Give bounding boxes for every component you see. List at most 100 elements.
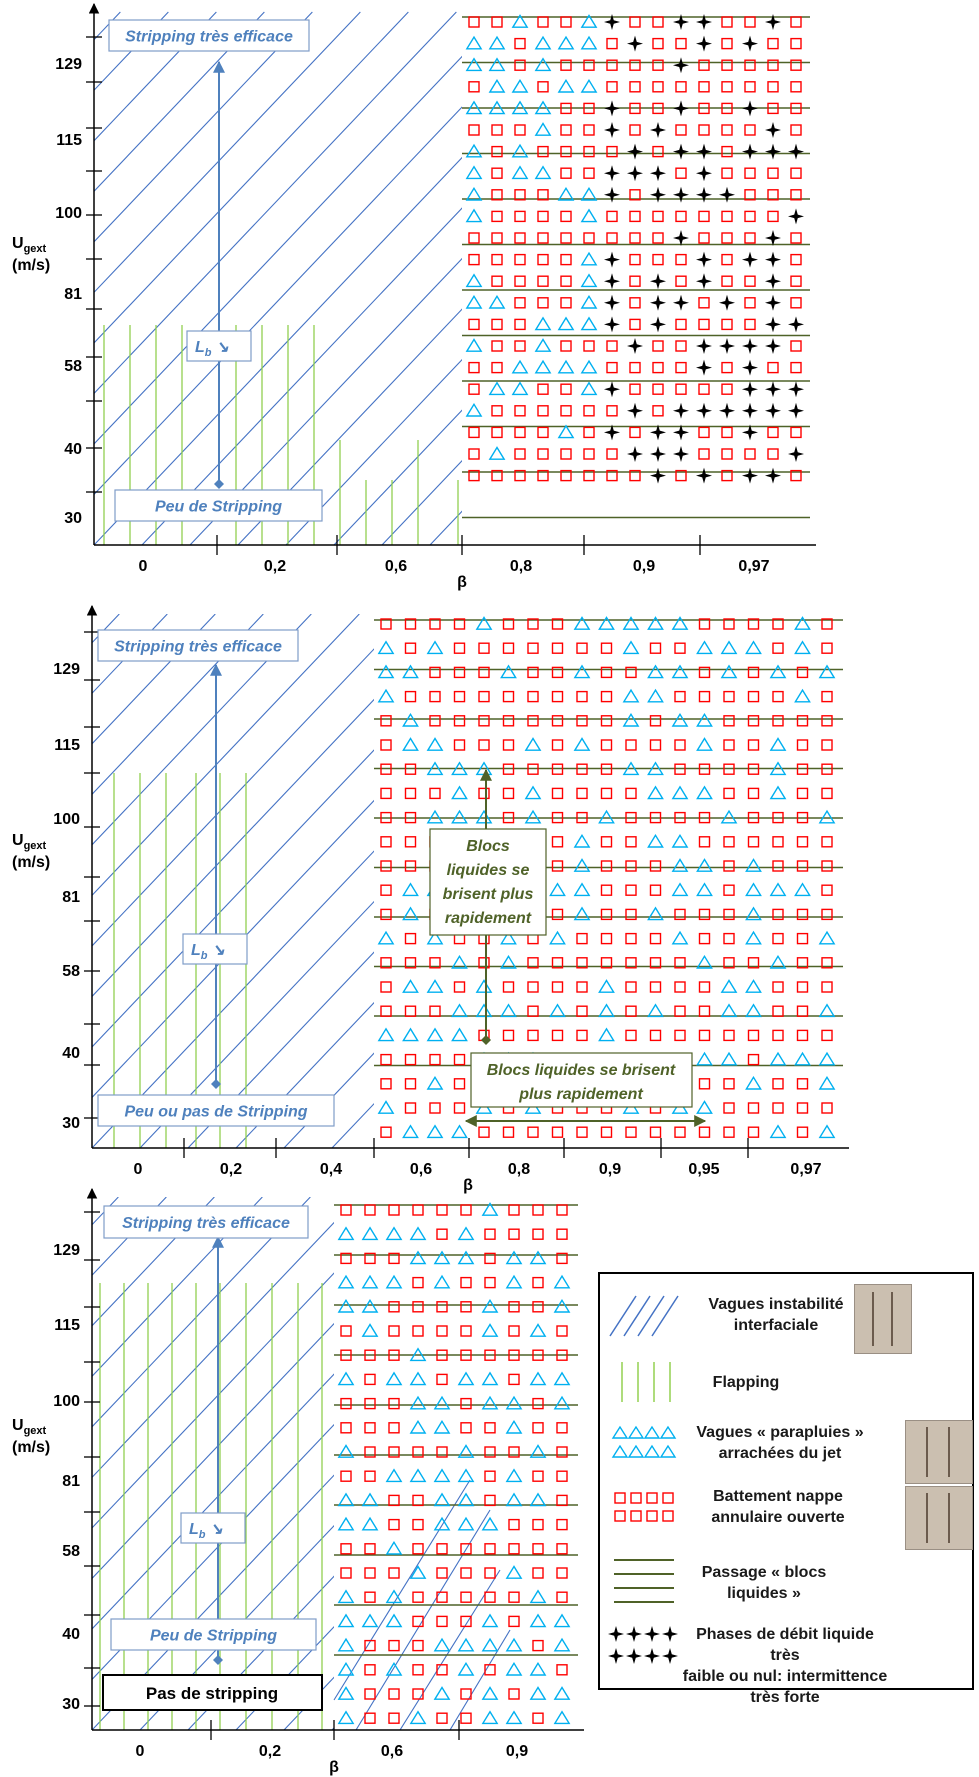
- sheet-flapping-marker: [796, 932, 809, 945]
- sheet-flapping-marker: [537, 405, 549, 417]
- sheet-flapping-marker: [412, 1688, 424, 1700]
- sheet-flapping-marker: [551, 618, 564, 630]
- wave-line: [814, 12, 979, 545]
- sheet-flapping-marker: [380, 908, 392, 921]
- umbrella-wave-marker: [465, 57, 483, 72]
- umbrella-wave-marker: [598, 809, 615, 824]
- umbrella-wave-marker: [451, 1124, 468, 1139]
- umbrella-wave-marker: [402, 712, 419, 727]
- sheet-flapping-marker: [796, 836, 809, 848]
- sheet-flapping-marker: [744, 189, 756, 201]
- intermittence-marker: [719, 294, 735, 311]
- sheet-flapping-marker: [600, 642, 613, 654]
- sheet-flapping-marker: [698, 124, 710, 136]
- umbrella-wave-marker: [553, 1371, 571, 1386]
- sheet-flapping-marker: [491, 145, 503, 158]
- sheet-flapping-marker: [747, 1053, 760, 1066]
- umbrella-wave-marker: [534, 57, 552, 72]
- sheet-flapping-marker: [796, 1029, 809, 1042]
- sheet-flapping-marker: [502, 763, 515, 775]
- umbrella-wave-marker: [745, 882, 762, 897]
- sheet-flapping-marker: [698, 297, 710, 309]
- sheet-flapping-marker: [721, 448, 733, 460]
- sheet-flapping-marker: [412, 1615, 424, 1628]
- sheet-flapping-marker: [484, 1446, 496, 1458]
- sheet-flapping-marker: [772, 932, 784, 945]
- sheet-flapping-marker: [576, 932, 588, 945]
- umbrella-wave-marker: [409, 1419, 427, 1434]
- sheet-flapping-marker: [723, 739, 735, 751]
- intermittence-marker: [604, 122, 620, 138]
- sheet-flapping-marker: [560, 448, 572, 460]
- sheet-flapping-marker: [514, 253, 526, 266]
- sheet-flapping-marker: [821, 836, 833, 848]
- legend-star-marker: [662, 1626, 678, 1642]
- umbrella-wave-marker: [671, 712, 689, 727]
- sheet-flapping-marker: [412, 1591, 424, 1603]
- sheet-flapping-marker: [652, 361, 664, 374]
- umbrella-wave-marker: [505, 1468, 523, 1483]
- sheet-flapping-marker: [583, 426, 595, 439]
- sheet-flapping-marker: [404, 1005, 417, 1017]
- umbrella-wave-marker: [426, 1027, 444, 1042]
- sheet-flapping-marker: [380, 787, 392, 800]
- sheet-flapping-marker: [796, 763, 809, 775]
- umbrella-wave-marker: [433, 1274, 451, 1289]
- sheet-flapping-marker: [600, 932, 613, 945]
- umbrella-wave-marker: [433, 1419, 451, 1434]
- sheet-flapping-marker: [600, 763, 613, 775]
- wave-line: [956, 614, 979, 1148]
- legend-square-marker: [614, 1492, 626, 1504]
- sheet-flapping-marker: [652, 145, 664, 158]
- umbrella-wave-marker: [337, 1589, 355, 1604]
- umbrella-wave-marker: [511, 14, 529, 28]
- sheet-flapping-marker: [698, 1078, 711, 1090]
- sheet-flapping-marker: [532, 1567, 544, 1579]
- sheet-flapping-marker: [412, 1301, 424, 1313]
- sheet-flapping-marker: [380, 739, 392, 751]
- sheet-flapping-marker: [675, 275, 687, 287]
- sheet-flapping-marker: [340, 1349, 352, 1361]
- sheet-flapping-marker: [453, 715, 466, 727]
- sheet-flapping-marker: [629, 253, 641, 266]
- sheet-flapping-marker: [583, 124, 595, 136]
- umbrella-wave-marker: [337, 1637, 355, 1652]
- sheet-flapping-marker: [649, 932, 662, 945]
- sheet-flapping-marker: [436, 1543, 448, 1555]
- umbrella-wave-marker: [696, 954, 713, 969]
- sheet-flapping-marker: [436, 1446, 448, 1458]
- sheet-flapping-marker: [629, 59, 641, 71]
- sheet-flapping-marker: [527, 666, 539, 679]
- sheet-flapping-marker: [491, 16, 503, 28]
- sheet-flapping-marker: [404, 811, 417, 824]
- sheet-flapping-marker: [484, 1422, 496, 1434]
- sheet-flapping-marker: [556, 1446, 568, 1458]
- sheet-flapping-marker: [772, 1102, 784, 1114]
- umbrella-wave-marker: [385, 1371, 403, 1386]
- sheet-flapping-marker: [583, 145, 595, 158]
- sheet-flapping-marker: [790, 167, 802, 179]
- umbrella-wave-marker: [696, 640, 713, 655]
- sheet-flapping-marker: [560, 167, 572, 179]
- sheet-flapping-marker: [721, 469, 733, 482]
- sheet-flapping-marker: [698, 210, 710, 223]
- sheet-flapping-marker: [723, 1102, 735, 1114]
- sheet-flapping-marker: [429, 1102, 441, 1114]
- umbrella-wave-marker: [769, 882, 787, 897]
- sheet-flapping-marker: [484, 1470, 496, 1482]
- y-tick-label: 129: [53, 661, 80, 678]
- sheet-flapping-marker: [675, 167, 687, 179]
- sheet-flapping-marker: [429, 1005, 441, 1017]
- sheet-flapping-marker: [537, 275, 549, 287]
- sheet-flapping-marker: [380, 836, 392, 848]
- sheet-flapping-marker: [508, 1228, 520, 1240]
- sheet-flapping-marker: [468, 469, 480, 482]
- wave-line: [94, 11, 313, 243]
- umbrella-wave-marker: [465, 208, 483, 223]
- sheet-flapping-marker: [723, 884, 735, 896]
- sheet-flapping-marker: [821, 618, 833, 630]
- sheet-flapping-marker: [468, 318, 480, 331]
- legend: Vagues instabilité interfaciale Flapping…: [598, 1272, 974, 1706]
- sheet-flapping-marker: [453, 666, 466, 679]
- umbrella-wave-marker: [402, 737, 419, 751]
